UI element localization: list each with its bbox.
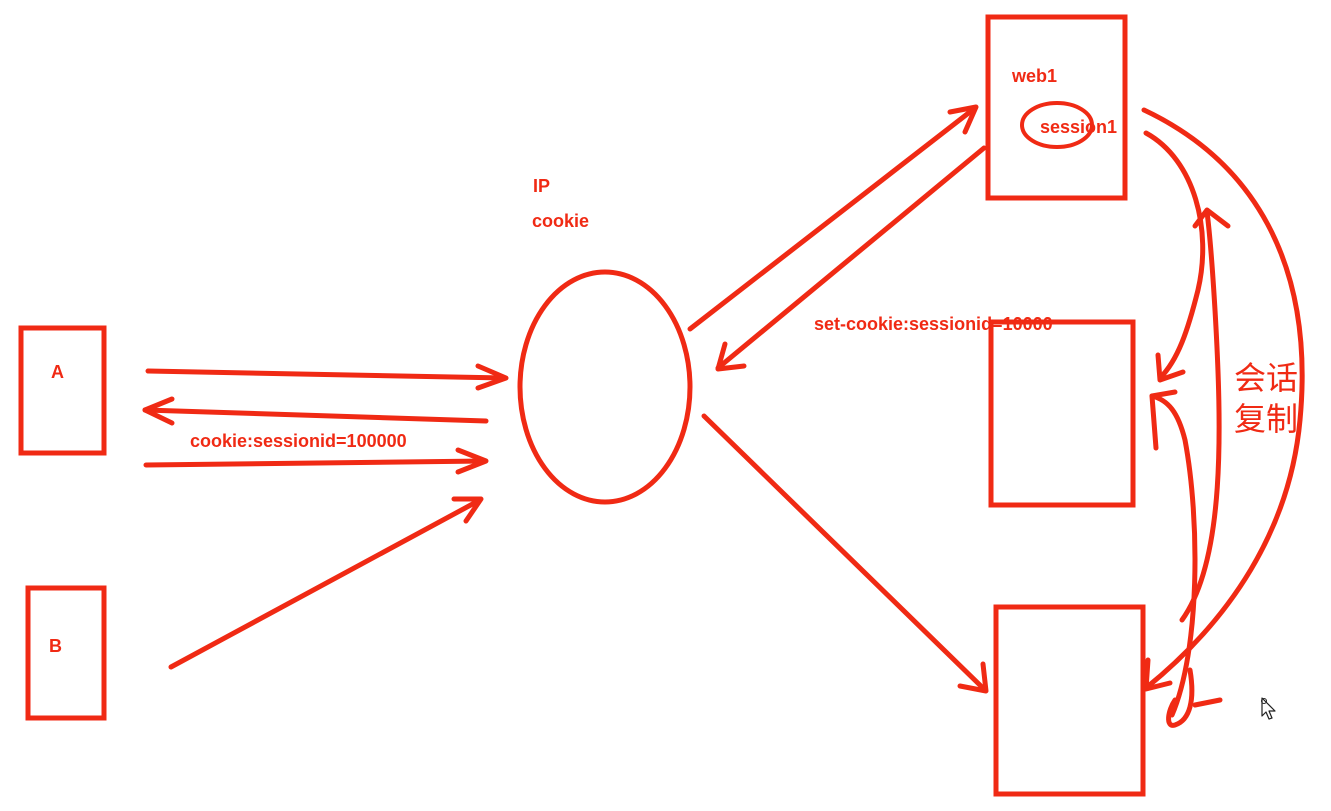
load-balancer-ellipse — [517, 269, 693, 505]
arrow-balancer-to-a — [142, 396, 489, 426]
balancer-cookie-label: cookie — [532, 211, 589, 231]
client-b-box — [25, 585, 107, 721]
client-b-label: B — [49, 636, 62, 656]
replication-label-line1: 会话 — [1234, 359, 1298, 397]
session-replication-arrows — [1141, 107, 1305, 728]
client-a-label: A — [51, 362, 64, 382]
server-web3-box — [993, 604, 1146, 797]
replication-label-line2: 复制 — [1234, 400, 1298, 438]
server-web1-box — [985, 14, 1128, 201]
arrow-web1-to-balancer — [715, 145, 987, 372]
session1-label: session1 — [1040, 117, 1117, 137]
set-cookie-label: set-cookie:sessionid=10000 — [814, 314, 1053, 334]
balancer-ip-label: IP — [533, 176, 550, 196]
session1-ellipse — [1020, 101, 1094, 149]
server-web1-label: web1 — [1011, 66, 1057, 86]
request-cookie-label: cookie:sessionid=100000 — [190, 431, 407, 451]
arrow-a-to-balancer-1 — [145, 363, 509, 391]
arrow-balancer-to-web1 — [687, 104, 979, 332]
arrow-b-to-balancer — [168, 496, 484, 670]
arrow-a-to-balancer-2 — [143, 447, 489, 475]
client-a-box — [18, 325, 107, 456]
mouse-pointer-icon — [1261, 697, 1276, 720]
arrow-balancer-to-web3 — [701, 413, 989, 694]
server-web2-box — [988, 319, 1136, 508]
